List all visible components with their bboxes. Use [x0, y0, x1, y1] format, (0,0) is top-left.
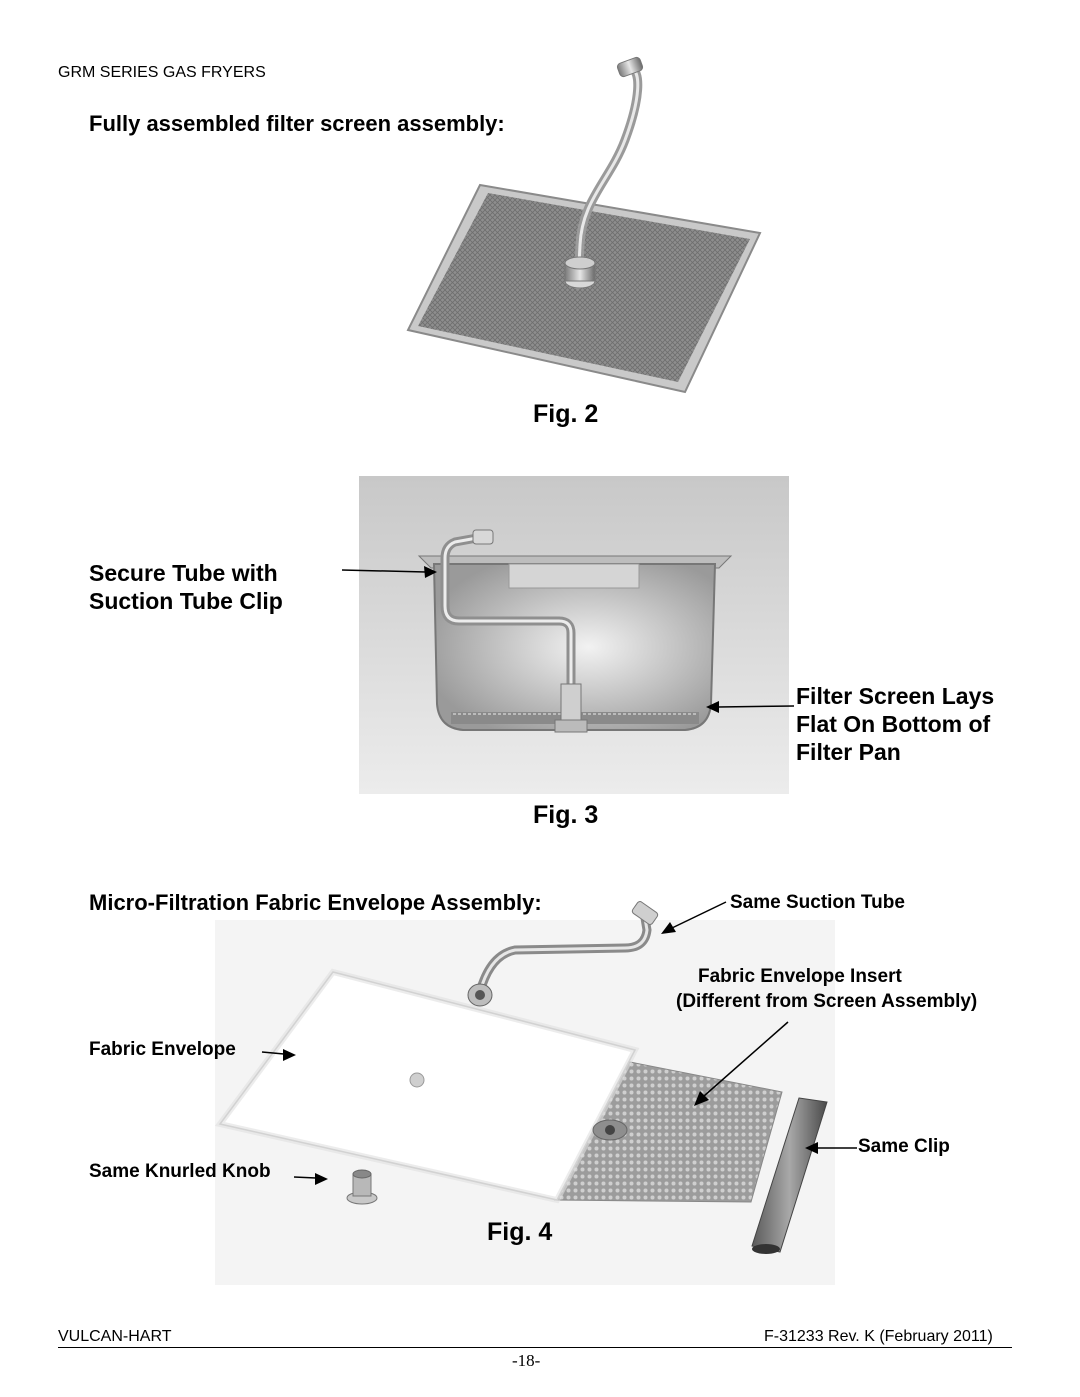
fabric-envelope-insert-label: Fabric Envelope Insert [698, 966, 902, 987]
fabric-envelope-insert-arrow [694, 1021, 789, 1106]
same-suction-tube-arrow [661, 901, 727, 934]
footer-rule [58, 1347, 1012, 1348]
fabric-envelope-label: Fabric Envelope [89, 1039, 236, 1060]
filter-screen-lays-label: Filter Screen Lays Flat On Bottom of Fil… [796, 683, 995, 765]
same-suction-tube-label: Same Suction Tube [730, 892, 905, 913]
filter-screen-assembly-illustration [406, 56, 762, 394]
footer-doc-revision: F-31233 Rev. K (February 2011) [764, 1328, 993, 1345]
secure-tube-label: Secure Tube with Suction Tube Clip [89, 560, 283, 614]
fig2-heading: Fully assembled filter screen assembly: [89, 111, 505, 136]
secure-tube-arrow [341, 566, 437, 578]
fig4-caption: Fig. 4 [487, 1218, 553, 1246]
filter-screen-arrow [706, 701, 795, 713]
same-clip-arrow [805, 1142, 857, 1154]
fig2-caption: Fig. 2 [533, 400, 599, 428]
same-knurled-knob-label: Same Knurled Knob [89, 1161, 271, 1182]
document-header: GRM SERIES GAS FRYERS [58, 64, 266, 81]
filter-pan-illustration [359, 476, 789, 794]
fig4-heading: Micro-Filtration Fabric Envelope Assembl… [89, 890, 542, 915]
fabric-envelope-assembly-illustration [214, 901, 835, 1285]
different-from-screen-label: (Different from Screen Assembly) [676, 991, 978, 1012]
page-number: -18- [512, 1351, 541, 1370]
same-clip-label: Same Clip [858, 1136, 950, 1157]
same-knurled-knob-arrow [293, 1173, 328, 1185]
footer-brand: VULCAN-HART [58, 1328, 172, 1345]
fig3-caption: Fig. 3 [533, 801, 599, 829]
fabric-envelope-arrow [261, 1049, 296, 1061]
